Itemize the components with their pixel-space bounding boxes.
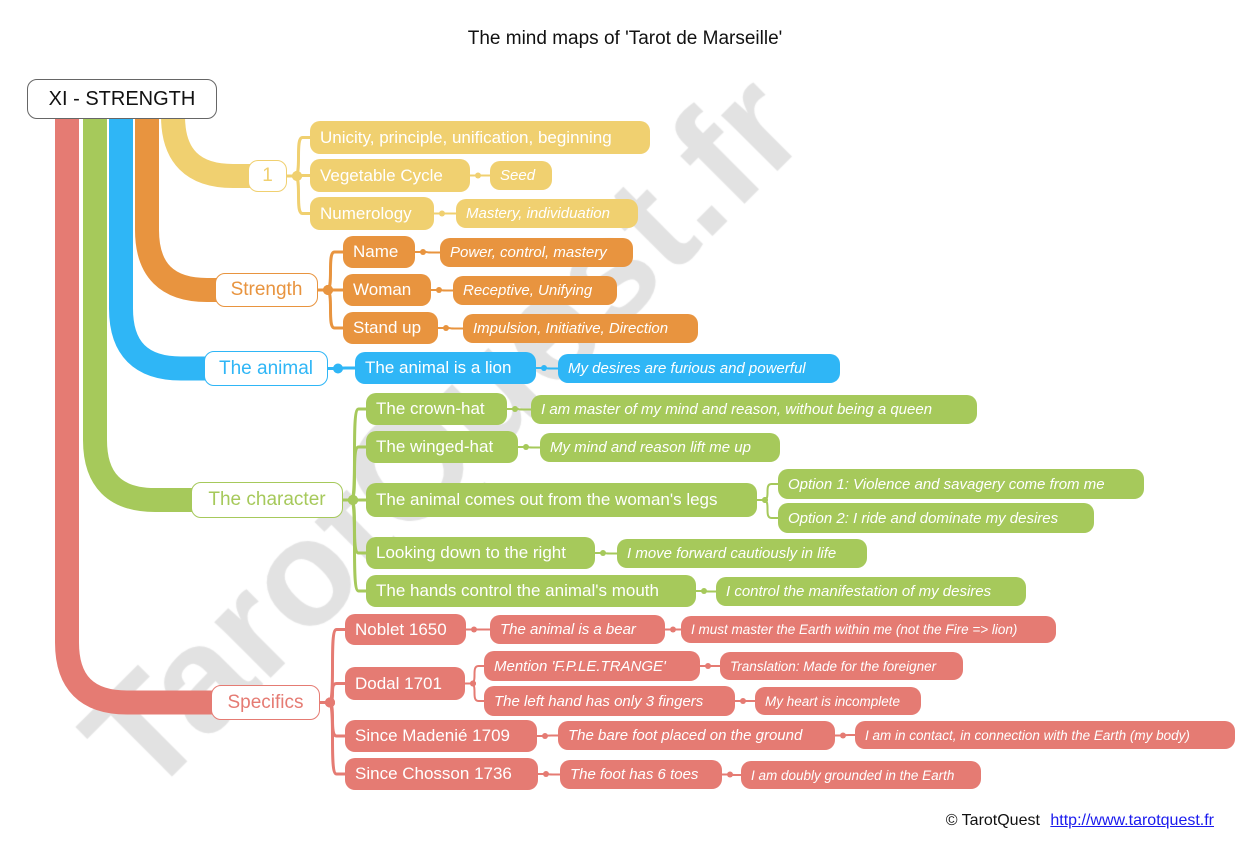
topic-node-seed[interactable]: Seed xyxy=(490,161,552,190)
connector-dot xyxy=(470,680,476,687)
branch-node-str[interactable]: Strength xyxy=(215,273,318,307)
topic-node-left[interactable]: The left hand has only 3 fingers xyxy=(484,686,735,716)
branch-node-ani[interactable]: The animal xyxy=(204,351,328,386)
connector-cho xyxy=(318,701,347,776)
topic-node-uni[interactable]: Unicity, principle, unification, beginni… xyxy=(310,121,650,154)
connector-dot xyxy=(439,210,445,217)
root-node[interactable]: XI - STRENGTH xyxy=(27,79,217,119)
connector-left xyxy=(464,682,485,702)
connector-dot xyxy=(727,771,733,778)
topic-node-lookd[interactable]: I move forward cautiously in life xyxy=(617,539,867,568)
connector-dot xyxy=(705,663,711,669)
topic-node-des[interactable]: My desires are furious and powerful xyxy=(558,354,840,383)
connector-dot xyxy=(541,365,547,371)
branch-line-n1 xyxy=(161,104,262,188)
connector-dot xyxy=(701,588,707,594)
topic-node-wing[interactable]: The winged-hat xyxy=(366,431,518,463)
connector-dot xyxy=(543,771,549,777)
topic-node-cont[interactable]: I am in contact, in connection with the … xyxy=(855,721,1235,749)
connector-dot xyxy=(436,287,442,293)
topic-node-dod[interactable]: Dodal 1701 xyxy=(345,667,465,700)
topic-node-veg[interactable]: Vegetable Cycle xyxy=(310,159,470,192)
connector-lookd xyxy=(594,552,618,555)
connector-opt1 xyxy=(756,483,779,501)
connector-ment xyxy=(464,665,485,685)
connector-crownd xyxy=(506,408,532,411)
topic-node-bare[interactable]: The bare foot placed on the ground xyxy=(558,721,835,750)
connector-stand xyxy=(316,288,345,330)
topic-node-crownd[interactable]: I am master of my mind and reason, witho… xyxy=(531,395,977,424)
branch-node-spec[interactable]: Specifics xyxy=(211,685,320,720)
website-link[interactable]: http://www.tarotquest.fr xyxy=(1050,812,1214,829)
connector-dot xyxy=(325,697,335,708)
topic-node-handd[interactable]: I control the manifestation of my desire… xyxy=(716,577,1026,606)
copyright: © TarotQuest xyxy=(945,812,1040,829)
connector-rec xyxy=(430,289,454,292)
branch-node-chr[interactable]: The character xyxy=(191,482,343,518)
connector-dot xyxy=(600,550,606,556)
topic-node-pow[interactable]: Power, control, mastery xyxy=(440,238,633,267)
topic-node-opt1[interactable]: Option 1: Violence and savagery come fro… xyxy=(778,469,1144,499)
branch-line-ani xyxy=(109,104,218,381)
topic-node-cho[interactable]: Since Chosson 1736 xyxy=(345,758,538,790)
connector-dot xyxy=(420,249,426,255)
connector-des xyxy=(535,367,559,370)
connector-dot xyxy=(740,698,746,704)
connector-uni xyxy=(285,136,312,178)
topic-node-rec[interactable]: Receptive, Unifying xyxy=(453,276,617,305)
connector-num xyxy=(285,174,312,215)
connector-wingd xyxy=(517,446,541,449)
topic-node-crown[interactable]: The crown-hat xyxy=(366,393,507,425)
topic-node-num[interactable]: Numerology xyxy=(310,197,434,230)
connector-dot xyxy=(523,444,529,450)
topic-node-bearm[interactable]: I must master the Earth within me (not t… xyxy=(681,616,1056,643)
connector-pow xyxy=(414,251,441,254)
connector-opt2 xyxy=(756,499,779,519)
topic-node-lion[interactable]: The animal is a lion xyxy=(355,352,536,384)
topic-node-name[interactable]: Name xyxy=(343,236,415,268)
connector-imp xyxy=(437,327,464,330)
topic-node-ment[interactable]: Mention 'F.P.LE.TRANGE' xyxy=(484,651,700,681)
connector-toe xyxy=(537,773,561,776)
connector-dot xyxy=(762,497,768,503)
connector-dot xyxy=(443,325,449,331)
topic-node-out[interactable]: The animal comes out from the woman's le… xyxy=(366,483,757,517)
topic-node-imp[interactable]: Impulsion, Initiative, Direction xyxy=(463,314,698,343)
connector-wing xyxy=(341,445,368,502)
topic-node-look[interactable]: Looking down to the right xyxy=(366,537,595,569)
topic-node-stand[interactable]: Stand up xyxy=(343,312,438,344)
topic-node-opt2[interactable]: Option 2: I ride and dominate my desires xyxy=(778,503,1094,533)
connector-dot xyxy=(512,406,518,412)
topic-node-toe[interactable]: The foot has 6 toes xyxy=(560,760,722,789)
page-title: The mind maps of 'Tarot de Marseille' xyxy=(467,28,783,49)
topic-node-heart[interactable]: My heart is incomplete xyxy=(755,687,921,715)
connector-dot xyxy=(292,171,302,181)
connector-dot xyxy=(333,363,343,374)
connector-dot xyxy=(475,172,481,179)
topic-node-dbl[interactable]: I am doubly grounded in the Earth xyxy=(741,761,981,789)
connector-dot xyxy=(542,733,548,739)
topic-node-mad[interactable]: Since Madenié 1709 xyxy=(345,720,537,752)
connector-dot xyxy=(670,626,676,633)
connector-hand xyxy=(341,498,368,593)
topic-node-nob[interactable]: Noblet 1650 xyxy=(345,614,466,645)
footer: © TarotQuest http://www.tarotquest.fr xyxy=(946,812,1214,830)
topic-node-mast[interactable]: Mastery, individuation xyxy=(456,199,638,228)
topic-node-wom[interactable]: Woman xyxy=(343,274,431,306)
topic-node-hand[interactable]: The hands control the animal's mouth xyxy=(366,575,696,607)
topic-node-wingd[interactable]: My mind and reason lift me up xyxy=(540,433,780,462)
connector-dot xyxy=(840,732,846,739)
branch-line-str xyxy=(135,104,229,302)
branch-node-n1[interactable]: 1 xyxy=(248,160,287,192)
connector-dot xyxy=(323,285,333,295)
connector-dot xyxy=(348,495,358,505)
branch-line-chr xyxy=(83,104,205,512)
topic-node-bear[interactable]: The animal is a bear xyxy=(490,615,665,644)
topic-node-trans[interactable]: Translation: Made for the foreigner xyxy=(720,652,963,680)
connector-dot xyxy=(471,626,477,633)
connector-name xyxy=(316,250,345,292)
branch-line-spec xyxy=(55,104,225,715)
